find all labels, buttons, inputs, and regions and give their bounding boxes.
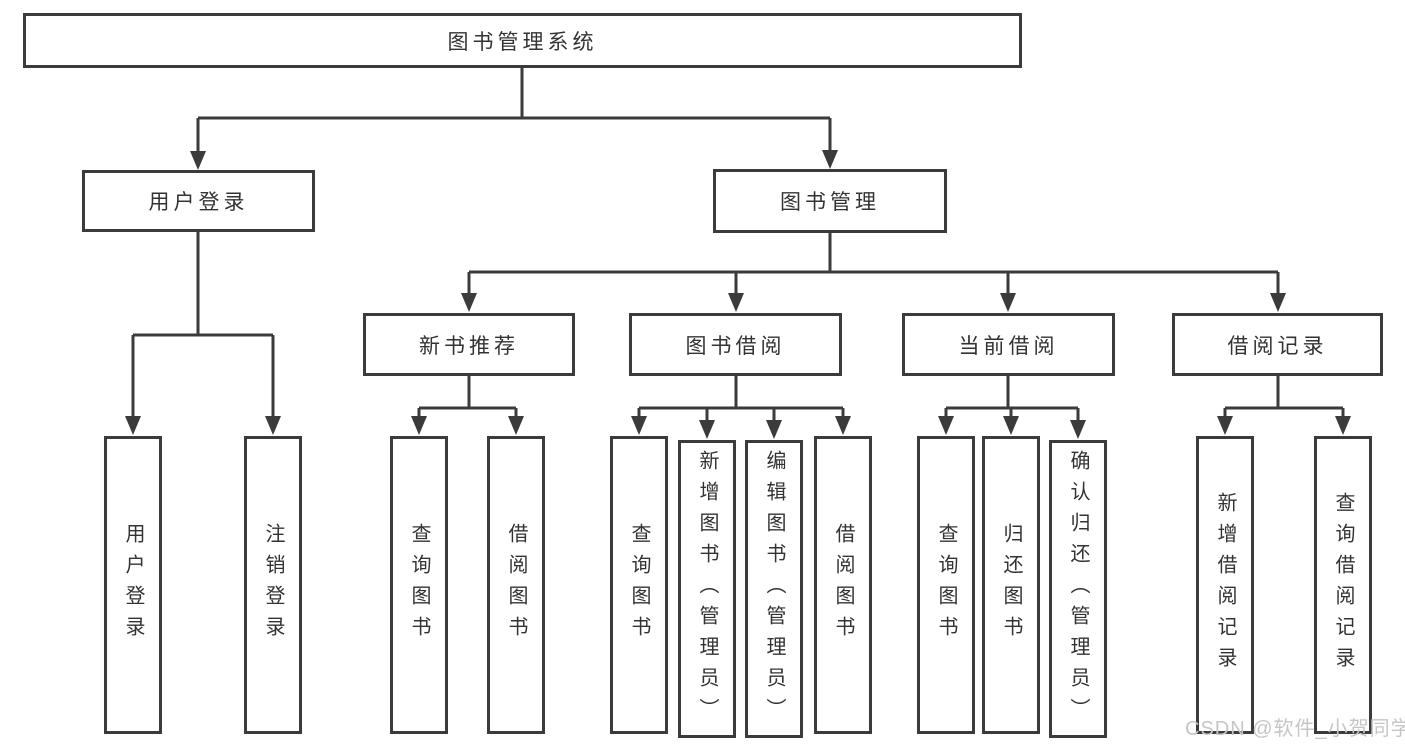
arrowhead-down-icon bbox=[190, 151, 206, 170]
leaf-borrow-books-borrow-label: 借阅图书 bbox=[832, 523, 854, 647]
node-book-management: 图书管理 bbox=[713, 169, 947, 233]
leaf-add-borrow-record: 新增借阅记录 bbox=[1196, 436, 1254, 734]
arrowhead-down-icon bbox=[508, 416, 524, 435]
arrowhead-down-icon bbox=[1270, 293, 1286, 312]
arrowhead-down-icon bbox=[699, 420, 715, 439]
connector-current-borrow-to-leaves bbox=[938, 376, 1086, 439]
arrowhead-down-icon bbox=[411, 416, 427, 435]
arrowhead-down-icon bbox=[835, 416, 851, 435]
arrowhead-down-icon bbox=[461, 293, 477, 312]
connector-root-to-level1 bbox=[190, 68, 838, 170]
leaf-query-books-borrow: 查询图书 bbox=[610, 436, 668, 734]
node-user-login-label: 用户登录 bbox=[148, 191, 249, 214]
leaf-query-books-current: 查询图书 bbox=[917, 436, 975, 734]
arrowhead-down-icon bbox=[766, 420, 782, 439]
connector-new-book-recommend-to-leaves bbox=[411, 376, 524, 435]
node-borrow-records-label: 借阅记录 bbox=[1227, 334, 1328, 358]
leaf-logout-label: 注销登录 bbox=[262, 523, 284, 647]
leaf-edit-book-admin: 编辑图书（管理员） bbox=[745, 440, 803, 738]
leaf-return-book: 归还图书 bbox=[982, 436, 1040, 734]
node-user-login: 用户登录 bbox=[82, 170, 315, 232]
node-current-borrow-label: 当前借阅 bbox=[958, 334, 1059, 358]
connector-user-login-to-leaves bbox=[125, 232, 281, 435]
node-book-management-label: 图书管理 bbox=[780, 191, 880, 214]
node-new-book-recommend-label: 新书推荐 bbox=[419, 334, 519, 358]
leaf-user-login: 用户登录 bbox=[104, 436, 162, 734]
connector-borrow-records-to-leaves bbox=[1217, 376, 1351, 435]
node-current-borrow: 当前借阅 bbox=[902, 313, 1115, 376]
leaf-edit-book-admin-label: 编辑图书（管理员） bbox=[763, 449, 785, 729]
arrowhead-down-icon bbox=[265, 416, 281, 435]
leaf-confirm-return-admin-label: 确认归还（管理员） bbox=[1067, 449, 1089, 729]
arrowhead-down-icon bbox=[631, 416, 647, 435]
leaf-borrow-books-borrow: 借阅图书 bbox=[814, 436, 872, 734]
leaf-add-borrow-record-label: 新增借阅记录 bbox=[1214, 492, 1236, 678]
arrowhead-down-icon bbox=[1000, 293, 1016, 312]
connector-book-borrow-to-leaves bbox=[631, 376, 851, 439]
leaf-borrow-books-recommend-label: 借阅图书 bbox=[505, 523, 527, 647]
arrowhead-down-icon bbox=[1003, 416, 1019, 435]
arrowhead-down-icon bbox=[1217, 416, 1233, 435]
node-new-book-recommend: 新书推荐 bbox=[363, 313, 575, 376]
node-root-label: 图书管理系统 bbox=[447, 30, 598, 54]
leaf-add-book-admin-label: 新增图书（管理员） bbox=[696, 449, 718, 729]
arrowhead-down-icon bbox=[728, 293, 744, 312]
leaf-query-borrow-record-label: 查询借阅记录 bbox=[1332, 492, 1354, 678]
leaf-query-books-current-label: 查询图书 bbox=[935, 523, 957, 647]
node-root: 图书管理系统 bbox=[23, 13, 1022, 68]
arrowhead-down-icon bbox=[822, 150, 838, 169]
watermark: CSDN @软件_小贺同学 bbox=[1185, 718, 1405, 740]
leaf-return-book-label: 归还图书 bbox=[1000, 523, 1022, 647]
leaf-query-books-recommend-label: 查询图书 bbox=[408, 523, 430, 647]
leaf-add-book-admin: 新增图书（管理员） bbox=[678, 440, 736, 738]
leaf-query-books-borrow-label: 查询图书 bbox=[628, 523, 650, 647]
leaf-query-books-recommend: 查询图书 bbox=[390, 436, 448, 734]
node-book-borrow: 图书借阅 bbox=[629, 313, 842, 376]
connector-book-management-to-level2 bbox=[461, 232, 1286, 312]
leaf-borrow-books-recommend: 借阅图书 bbox=[487, 436, 545, 734]
leaf-user-login-label: 用户登录 bbox=[122, 523, 144, 647]
node-borrow-records: 借阅记录 bbox=[1172, 313, 1383, 376]
node-book-borrow-label: 图书借阅 bbox=[685, 334, 786, 358]
arrowhead-down-icon bbox=[1335, 416, 1351, 435]
leaf-confirm-return-admin: 确认归还（管理员） bbox=[1049, 440, 1107, 738]
leaf-logout: 注销登录 bbox=[244, 436, 302, 734]
leaf-query-borrow-record: 查询借阅记录 bbox=[1314, 436, 1372, 734]
arrowhead-down-icon bbox=[938, 416, 954, 435]
arrowhead-down-icon bbox=[1070, 420, 1086, 439]
arrowhead-down-icon bbox=[125, 416, 141, 435]
